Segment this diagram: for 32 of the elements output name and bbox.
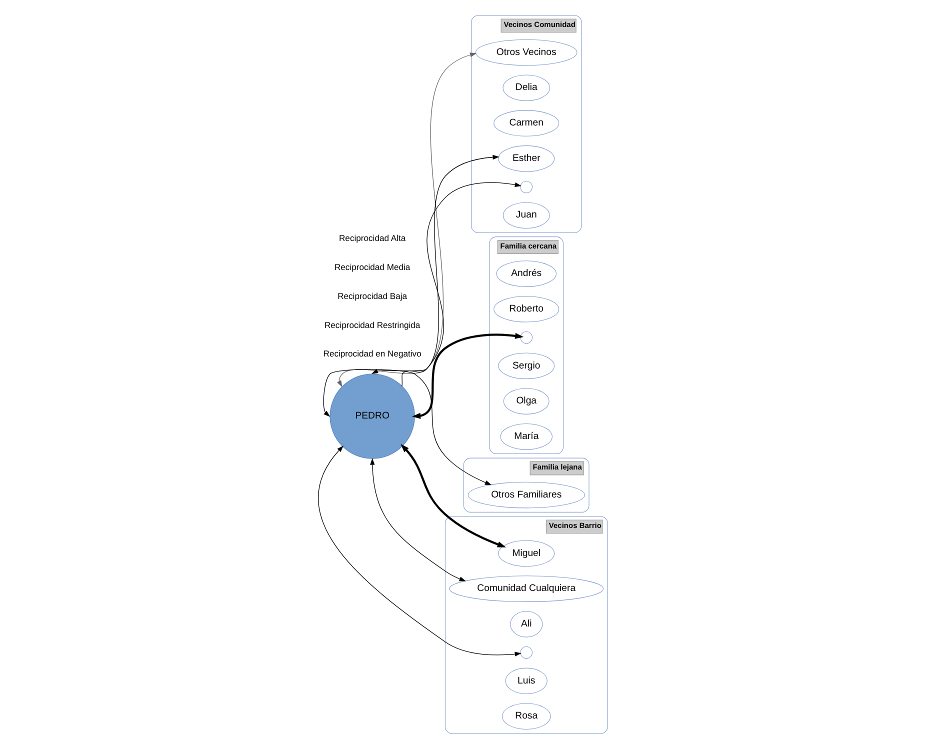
node-ellipse: Ali: [510, 611, 542, 638]
legend-label: Reciprocidad Media: [334, 262, 410, 272]
node-circle: PEDRO: [329, 374, 414, 459]
node-ellipse: Delia: [502, 74, 550, 102]
node-ellipse: Roberto: [493, 296, 559, 322]
arrow: [400, 444, 506, 548]
node-circle: [520, 646, 532, 659]
legend-label: Reciprocidad Baja: [337, 290, 407, 301]
arrow: [336, 52, 476, 388]
node-circle: [520, 331, 532, 344]
node-ellipse: Otros Vecinos: [474, 39, 577, 66]
node-ellipse: Rosa: [502, 703, 550, 730]
arrow: [318, 446, 522, 656]
arrow: [370, 458, 466, 582]
node-ellipse: María: [500, 423, 552, 450]
node-ellipse: Luis: [504, 668, 547, 694]
node-ellipse: Olga: [502, 388, 549, 414]
node-ellipse: Miguel: [498, 540, 554, 567]
node-circle: [520, 180, 532, 194]
arrow: [322, 369, 492, 486]
node-ellipse: Esther: [498, 145, 554, 172]
node-ellipse: Sergio: [498, 352, 554, 380]
legend-label: Reciprocidad Restringida: [324, 320, 420, 330]
node-ellipse: Otros Familiares: [467, 482, 584, 508]
legend-label: Reciprocidad Alta: [338, 232, 406, 243]
arrow: [370, 154, 499, 374]
node-ellipse: Andrés: [496, 260, 556, 287]
arrow: [400, 182, 522, 387]
legend-label: Reciprocidad en Negativo: [322, 348, 421, 359]
arrow: [411, 332, 524, 419]
node-ellipse: Carmen: [493, 110, 559, 136]
node-ellipse: Juan: [502, 202, 550, 229]
